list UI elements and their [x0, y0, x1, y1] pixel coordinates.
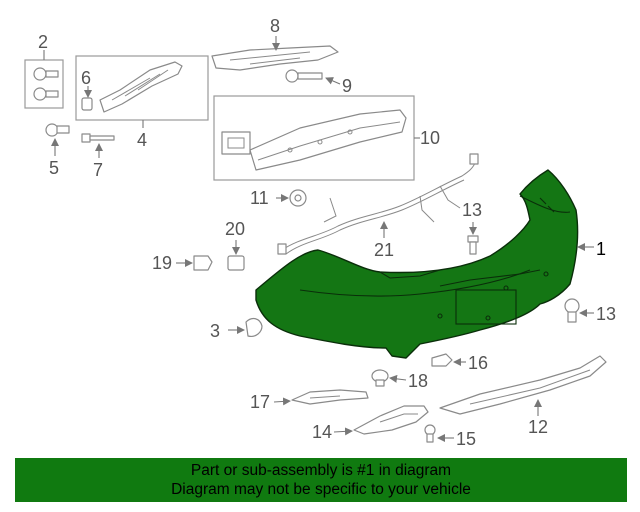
callout-11[interactable]: 11: [250, 188, 269, 208]
callout-3[interactable]: 3: [210, 321, 220, 341]
part-20-bracket[interactable]: [227, 255, 245, 271]
callout-4[interactable]: 4: [137, 130, 147, 150]
leader-17: [273, 397, 291, 406]
callout-19[interactable]: 19: [152, 253, 172, 273]
part-18-retainer[interactable]: [371, 369, 389, 387]
part-15-screw[interactable]: [424, 424, 436, 443]
part-10-impact-bar[interactable]: [213, 95, 415, 181]
part-5-bolt[interactable]: [45, 123, 70, 137]
part-21-wiring-harness[interactable]: [277, 153, 479, 255]
part-13-upper-fastener[interactable]: [467, 235, 479, 255]
callout-10[interactable]: 10: [420, 128, 440, 148]
callout-13-upper[interactable]: 13: [462, 200, 482, 220]
disclaimer-line-2: Diagram may not be specific to your vehi…: [171, 481, 471, 498]
part-14-reflector[interactable]: [353, 405, 429, 435]
part-7-screw[interactable]: [81, 133, 115, 143]
callout-15[interactable]: 15: [456, 429, 476, 449]
callout-12[interactable]: 12: [528, 417, 548, 437]
callout-14[interactable]: 14: [312, 422, 332, 442]
part-2-bolts[interactable]: [24, 59, 64, 109]
leader-18: [389, 374, 407, 383]
disclaimer-banner: Part or sub-assembly is #1 in diagram Di…: [15, 458, 627, 502]
callout-2[interactable]: 2: [38, 32, 48, 52]
part-3-clip[interactable]: [245, 317, 263, 337]
callout-8[interactable]: 8: [270, 16, 280, 36]
disclaimer-line-1: Part or sub-assembly is #1 in diagram: [190, 462, 452, 479]
callout-6[interactable]: 6: [81, 68, 91, 88]
part-1-bumper-cover[interactable]: [255, 169, 579, 359]
callout-13-right[interactable]: 13: [596, 304, 616, 324]
part-6-clip[interactable]: [81, 97, 93, 111]
part-19-clip[interactable]: [193, 255, 213, 271]
leader-14: [333, 427, 353, 436]
callout-20[interactable]: 20: [225, 219, 245, 239]
leader-9: [325, 77, 341, 85]
part-13-right-fastener[interactable]: [564, 298, 580, 323]
part-11-nut[interactable]: [289, 189, 307, 207]
part-9-bolt[interactable]: [285, 69, 323, 83]
callout-7[interactable]: 7: [93, 160, 103, 180]
part-12-diffuser[interactable]: [439, 355, 607, 415]
part-16-pad[interactable]: [431, 353, 453, 367]
callout-9[interactable]: 9: [342, 76, 352, 96]
callout-5[interactable]: 5: [49, 158, 59, 178]
part-4-bracket[interactable]: [75, 55, 209, 121]
callout-21[interactable]: 21: [374, 240, 394, 260]
callout-18[interactable]: 18: [408, 371, 428, 391]
part-8-bracket[interactable]: [211, 45, 339, 71]
callout-1[interactable]: 1: [596, 239, 606, 259]
part-17-deflector[interactable]: [291, 389, 369, 405]
callout-17[interactable]: 17: [250, 392, 270, 412]
callout-16[interactable]: 16: [468, 353, 488, 373]
